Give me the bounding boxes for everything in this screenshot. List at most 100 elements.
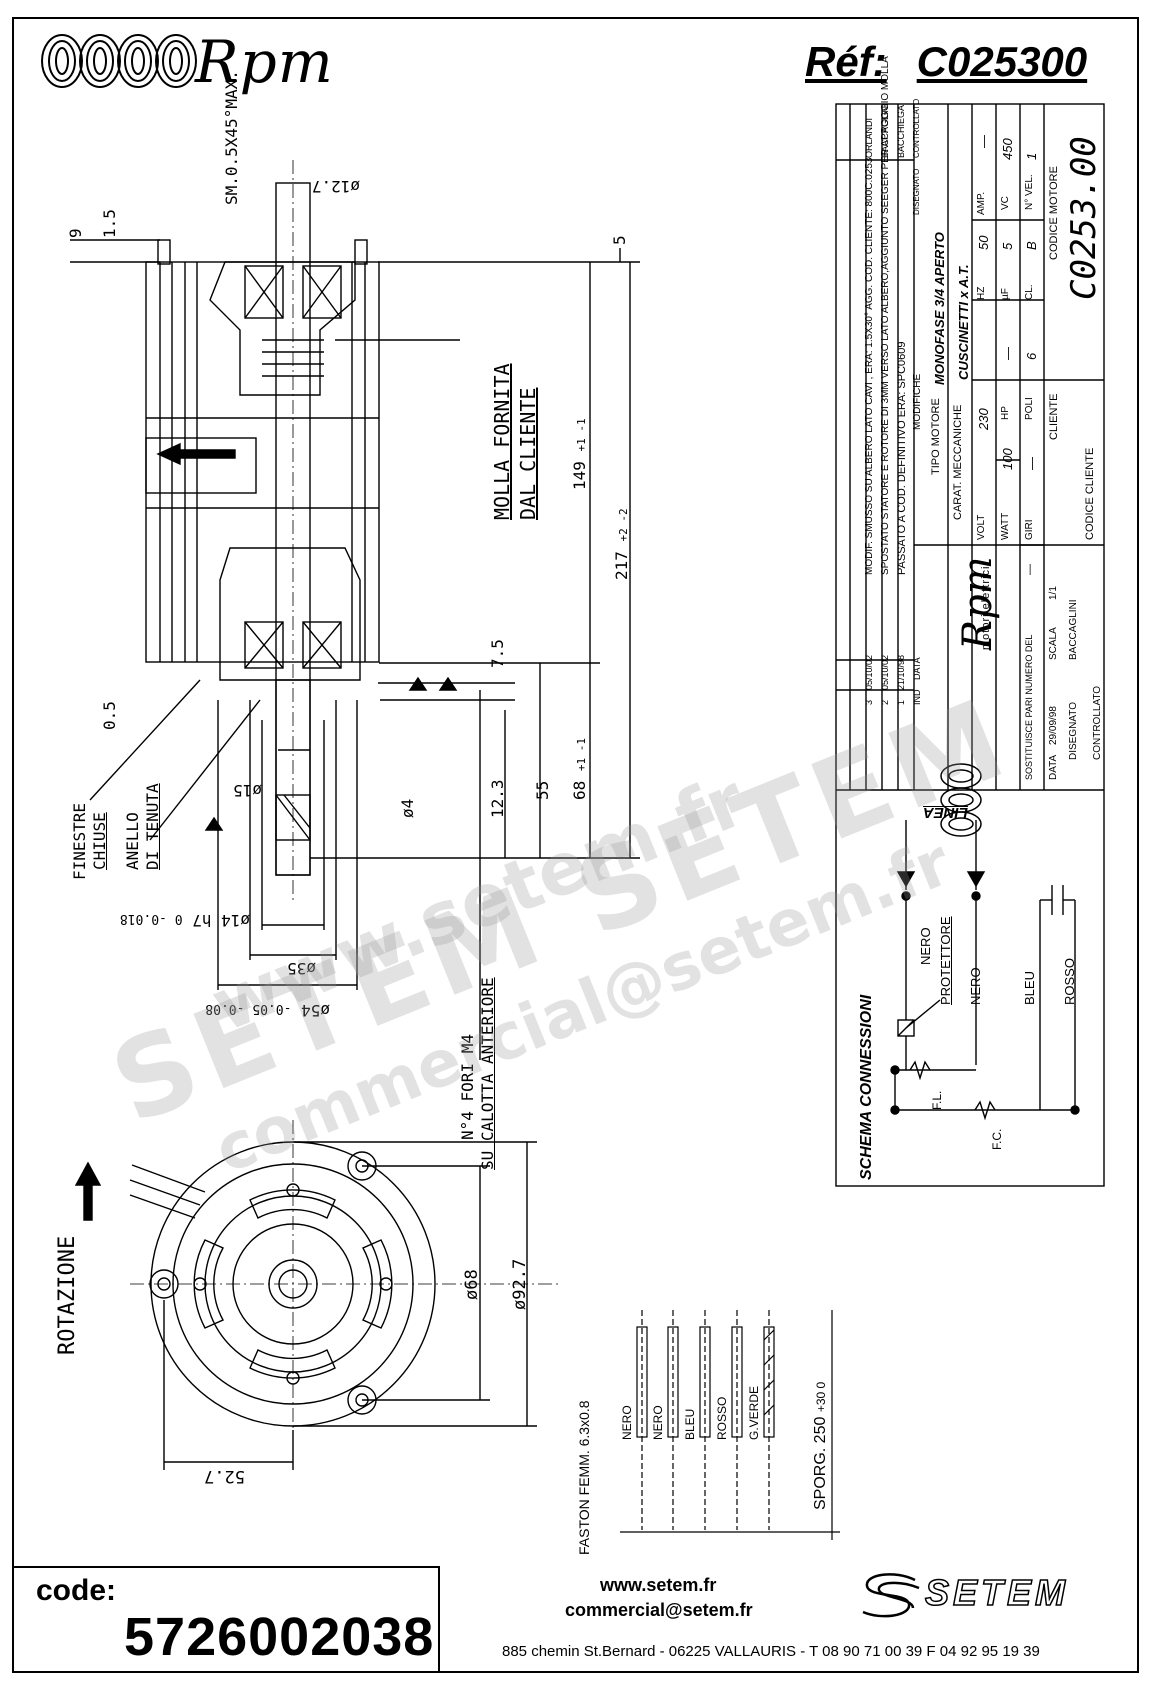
dim-14-tol: 0 -0.018 (119, 911, 183, 926)
dim-68b: ø68 (462, 1269, 482, 1300)
schema-fc: F.C. (990, 1128, 1004, 1150)
dim-7-5: 7.5 (488, 639, 507, 668)
dim-0-5: 0.5 (100, 701, 119, 730)
hp-value: — (1000, 347, 1015, 360)
dim-52-7: 52.7 (204, 1466, 245, 1486)
sostituisce-value: — (1024, 564, 1036, 575)
reference: Réf:C025300 (805, 38, 1087, 86)
footer-mail-link[interactable]: commercial@setem.fr (565, 1600, 753, 1620)
setem-logo: SETEM (855, 1568, 1115, 1624)
drawing-frame (12, 17, 1139, 1673)
cliente-label: CLIENTE (1048, 393, 1060, 440)
dim-92-7: ø92.7 (510, 1258, 530, 1310)
molla-note-2: DAL CLIENTE (516, 387, 540, 520)
cl-label: CL. (1024, 284, 1035, 300)
disegnato-label: DISEGNATO (1068, 702, 1079, 760)
scala-value: 1/1 (1048, 586, 1059, 600)
schema-fl: F.L. (930, 1090, 944, 1110)
volt-label: VOLT (976, 514, 987, 540)
footer-web-link[interactable]: www.setem.fr (600, 1575, 717, 1595)
hp-label: HP (1000, 406, 1011, 420)
amp-label: AMP. (976, 191, 987, 215)
data-label: DATA (1048, 754, 1059, 780)
tipo-motore-label: TIPO MOTORE (930, 398, 942, 475)
sporg-label: SPORG. 250 +30 0 (812, 1382, 830, 1510)
poli-value: 6 (1024, 352, 1039, 360)
dim-5: 5 (610, 235, 629, 245)
giri-label: GIRI (1024, 519, 1035, 540)
rev-2-ind: 2 (880, 699, 890, 705)
dim-9: 9 (66, 228, 85, 238)
rev-header-modifiche: MODIFICHE (912, 373, 923, 430)
uf-value: 5 (1000, 242, 1015, 250)
dim-149-value: 149 (570, 461, 589, 490)
footer-address: 885 chemin St.Bernard - 06225 VALLAURIS … (502, 1643, 1040, 1660)
setem-swirl-icon (862, 1573, 920, 1618)
dim-1-5: 1.5 (100, 209, 119, 238)
schema-rosso: ROSSO (1062, 958, 1077, 1005)
dim-217-value: 217 (612, 551, 631, 580)
schema-protettore: PROTETTORE (938, 916, 953, 1005)
disegnato-value: BACCAGLINI (1068, 599, 1079, 660)
wire-label-5: G.VERDE (747, 1385, 761, 1440)
uf-label: µF (1000, 288, 1011, 300)
rev-1-by: BACCHIEGA (896, 104, 906, 158)
poli-label: POLI (1024, 397, 1035, 420)
code-label: code: (36, 1574, 117, 1607)
rev-2-by: BACCAGLINI (880, 103, 890, 158)
wire-label-3: BLEU (683, 1408, 697, 1440)
tb-brand-sub: motori elettrici (980, 565, 992, 650)
finestre-note-1: FINESTRE (70, 802, 89, 880)
finestre-note-2: CHIUSE (90, 812, 109, 870)
volt-value: 230 (976, 408, 991, 430)
rev-3: MODIF. SMUSSO SU ALBERO LATO CAVI , ERA:… (864, 158, 875, 575)
faston-label: FASTON FEMM. 6.3x0.8 (576, 1400, 592, 1555)
data-value: 29/09/98 (1048, 706, 1059, 745)
motor-body (145, 261, 380, 663)
cl-value: B (1024, 241, 1039, 250)
molla-note-1: MOLLA FORNITA (490, 363, 514, 520)
carat-value: CUSCINETTI x A.T. (956, 264, 971, 380)
hz-label: HZ (976, 286, 987, 300)
anello-note-1: ANELLO (123, 812, 142, 870)
rev-header-data: DATA (912, 657, 922, 680)
wire-label-1: NERO (620, 1405, 634, 1440)
dim-4: ø4 (398, 798, 417, 818)
code-value: 5726002038 (124, 1607, 435, 1667)
rev-header-controllato: CONTROLLATO (912, 98, 921, 158)
tipo-motore: MONOFASE 3/4 APERTO (932, 232, 947, 385)
watt-value: 100 (1000, 448, 1015, 470)
nvel-value: 1 (1024, 152, 1039, 160)
watt-label: WATT (1000, 512, 1011, 540)
rev-3-date: 05/10/02 (864, 654, 874, 690)
wire-label-4: ROSSO (715, 1396, 729, 1440)
chamfer-label: SM.0.5X45°MAX. (222, 70, 241, 205)
rpm-coils-icon (41, 34, 197, 88)
vc-label: VC (1000, 196, 1011, 210)
ref-value: C025300 (916, 38, 1088, 85)
hz-value: 50 (976, 235, 991, 250)
vc-value: 450 (1000, 138, 1015, 160)
schema-nero-1: NERO (918, 927, 933, 965)
rev-3-text: MODIF. SMUSSO SU ALBERO LATO CAVI , ERA:… (864, 157, 875, 575)
sporg-value: SPORG. 250 (812, 1416, 829, 1510)
brand-name: Rpm (195, 28, 334, 96)
dim-149: 149 +1 -1 (570, 418, 589, 490)
codice-cliente-label: CODICE CLIENTE (1084, 447, 1096, 540)
dim-68: 68 +1 -1 (570, 738, 589, 800)
sporg-tol: +30 0 (814, 1381, 828, 1413)
dim-15: ø15 (233, 781, 262, 800)
rotation-label: ROTAZIONE (55, 1235, 80, 1355)
scala-label: SCALA (1048, 627, 1059, 660)
rev-1-date: 21/10/98 (896, 654, 906, 690)
rev-3-ind: 3 (864, 699, 874, 705)
rpm-logo: Rpm (40, 28, 360, 100)
dim-68-value: 68 (570, 780, 589, 800)
codice-motore-value: C0253.00 (1064, 136, 1104, 300)
dim-68-tol: +1 -1 (575, 737, 588, 772)
rev-1: PASSATO A COD. DEFINITIVO ERA: SPC0609 (896, 341, 908, 575)
giri-value: — (1024, 457, 1039, 470)
rev-2-date: 05/10/02 (880, 654, 890, 690)
schema-title: SCHEMA CONNESSIONI (858, 994, 875, 1180)
